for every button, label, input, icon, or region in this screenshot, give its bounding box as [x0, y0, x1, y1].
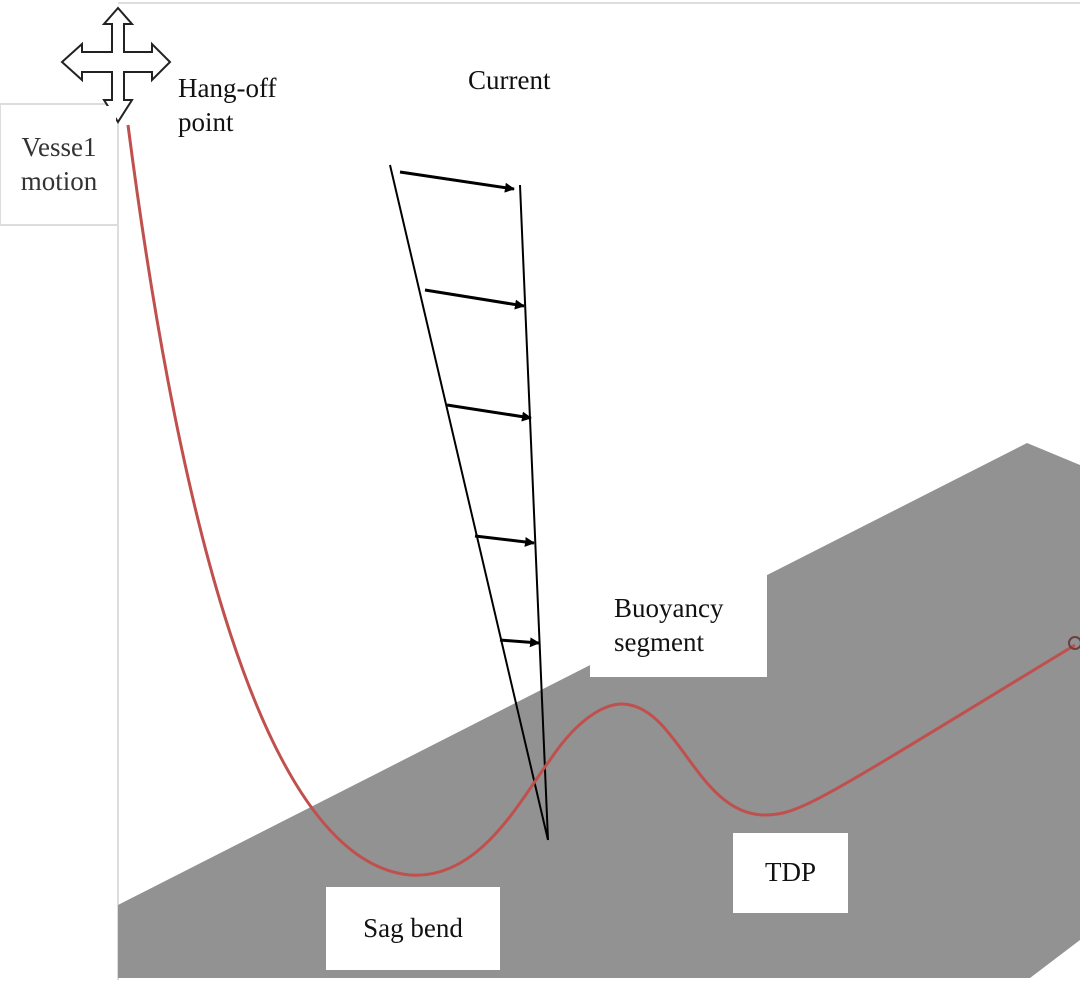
vessel-motion-line1: Vesse1	[21, 132, 97, 163]
current-profile	[389, 164, 549, 841]
vessel-motion-line2: motion	[20, 166, 98, 196]
hang-off-line1: Hang-off	[178, 73, 277, 103]
vessel-motion-arrows-icon	[60, 6, 172, 124]
current-arrow	[399, 170, 515, 193]
current-arrow	[446, 403, 532, 422]
anchor-icon	[1068, 636, 1080, 650]
hang-off-line2: point	[178, 106, 234, 137]
buoyancy-line1: Buoyancy	[614, 593, 724, 624]
hang-off-point-label: Hang-off point	[178, 72, 276, 140]
buoyancy-line2: segment	[614, 627, 704, 657]
current-label: Current	[468, 65, 551, 95]
tdp-label: TDP	[733, 833, 848, 913]
sag-bend-text: Sag bend	[363, 912, 463, 943]
current-arrow	[474, 534, 535, 547]
sag-bend-label: Sag bend	[326, 887, 500, 970]
current-arrow	[424, 288, 525, 310]
buoyancy-segment-label: Buoyancy segment	[590, 575, 767, 677]
vessel-motion-label: Vesse1 motion	[2, 106, 116, 224]
current-arrow	[499, 637, 540, 648]
current-reference-line	[519, 184, 549, 841]
riser-line	[126, 124, 1076, 877]
tdp-text: TDP	[764, 857, 816, 888]
current-profile-line	[389, 164, 549, 841]
